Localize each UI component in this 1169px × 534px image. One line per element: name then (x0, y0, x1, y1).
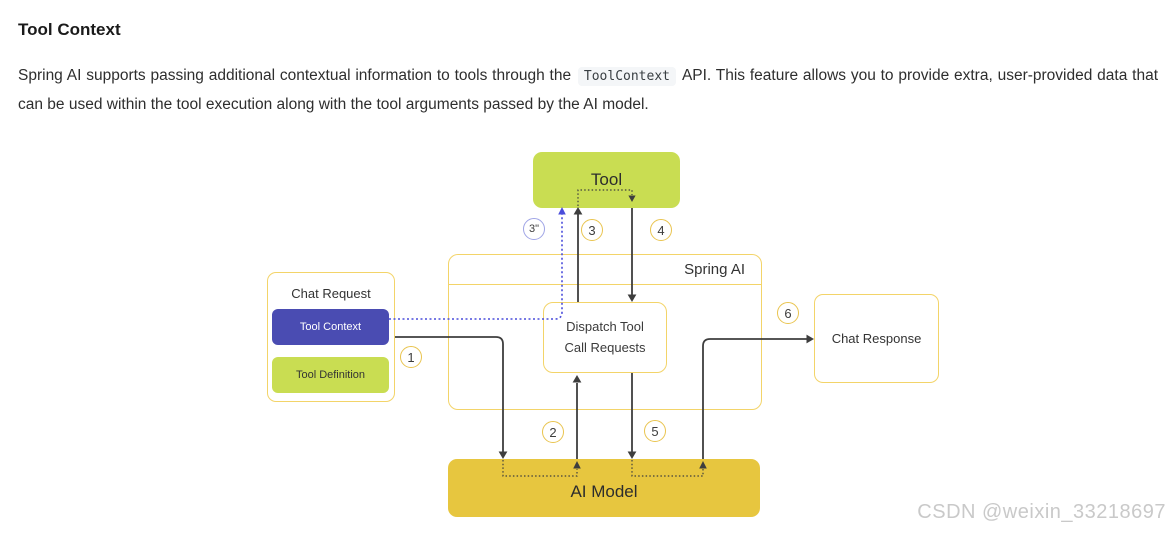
page-title: Tool Context (18, 20, 121, 39)
spring-ai-container: Spring AI (448, 254, 762, 410)
step-badge-6: 6 (777, 302, 799, 324)
paragraph-text-before: Spring AI supports passing additional co… (18, 67, 572, 84)
dispatch-tool-calls-node: Dispatch Tool Call Requests (543, 302, 667, 373)
step-badge-2: 2 (542, 421, 564, 443)
intro-paragraph: Spring AI supports passing additional co… (18, 62, 1158, 119)
step-badge-3-prime: 3" (523, 218, 545, 240)
tool-context-chip: Tool Context (272, 309, 389, 345)
watermark: CSDN @weixin_33218697 (917, 501, 1166, 523)
inline-code-toolcontext: ToolContext (577, 67, 676, 86)
chat-request-node: Chat Request Tool Context Tool Definitio… (267, 272, 395, 402)
chat-request-label: Chat Request (291, 286, 371, 301)
step-badge-3: 3 (581, 219, 603, 241)
chat-response-node: Chat Response (814, 294, 939, 383)
tool-definition-chip: Tool Definition (272, 357, 389, 393)
step-badge-4: 4 (650, 219, 672, 241)
paragraph-text-after: API. This feature allows you to provide … (18, 67, 1159, 113)
ai-model-node: AI Model (448, 459, 760, 517)
step-badge-1: 1 (400, 346, 422, 368)
spring-ai-label: Spring AI (449, 255, 761, 285)
tool-node: Tool (533, 152, 680, 208)
step-badge-5: 5 (644, 420, 666, 442)
